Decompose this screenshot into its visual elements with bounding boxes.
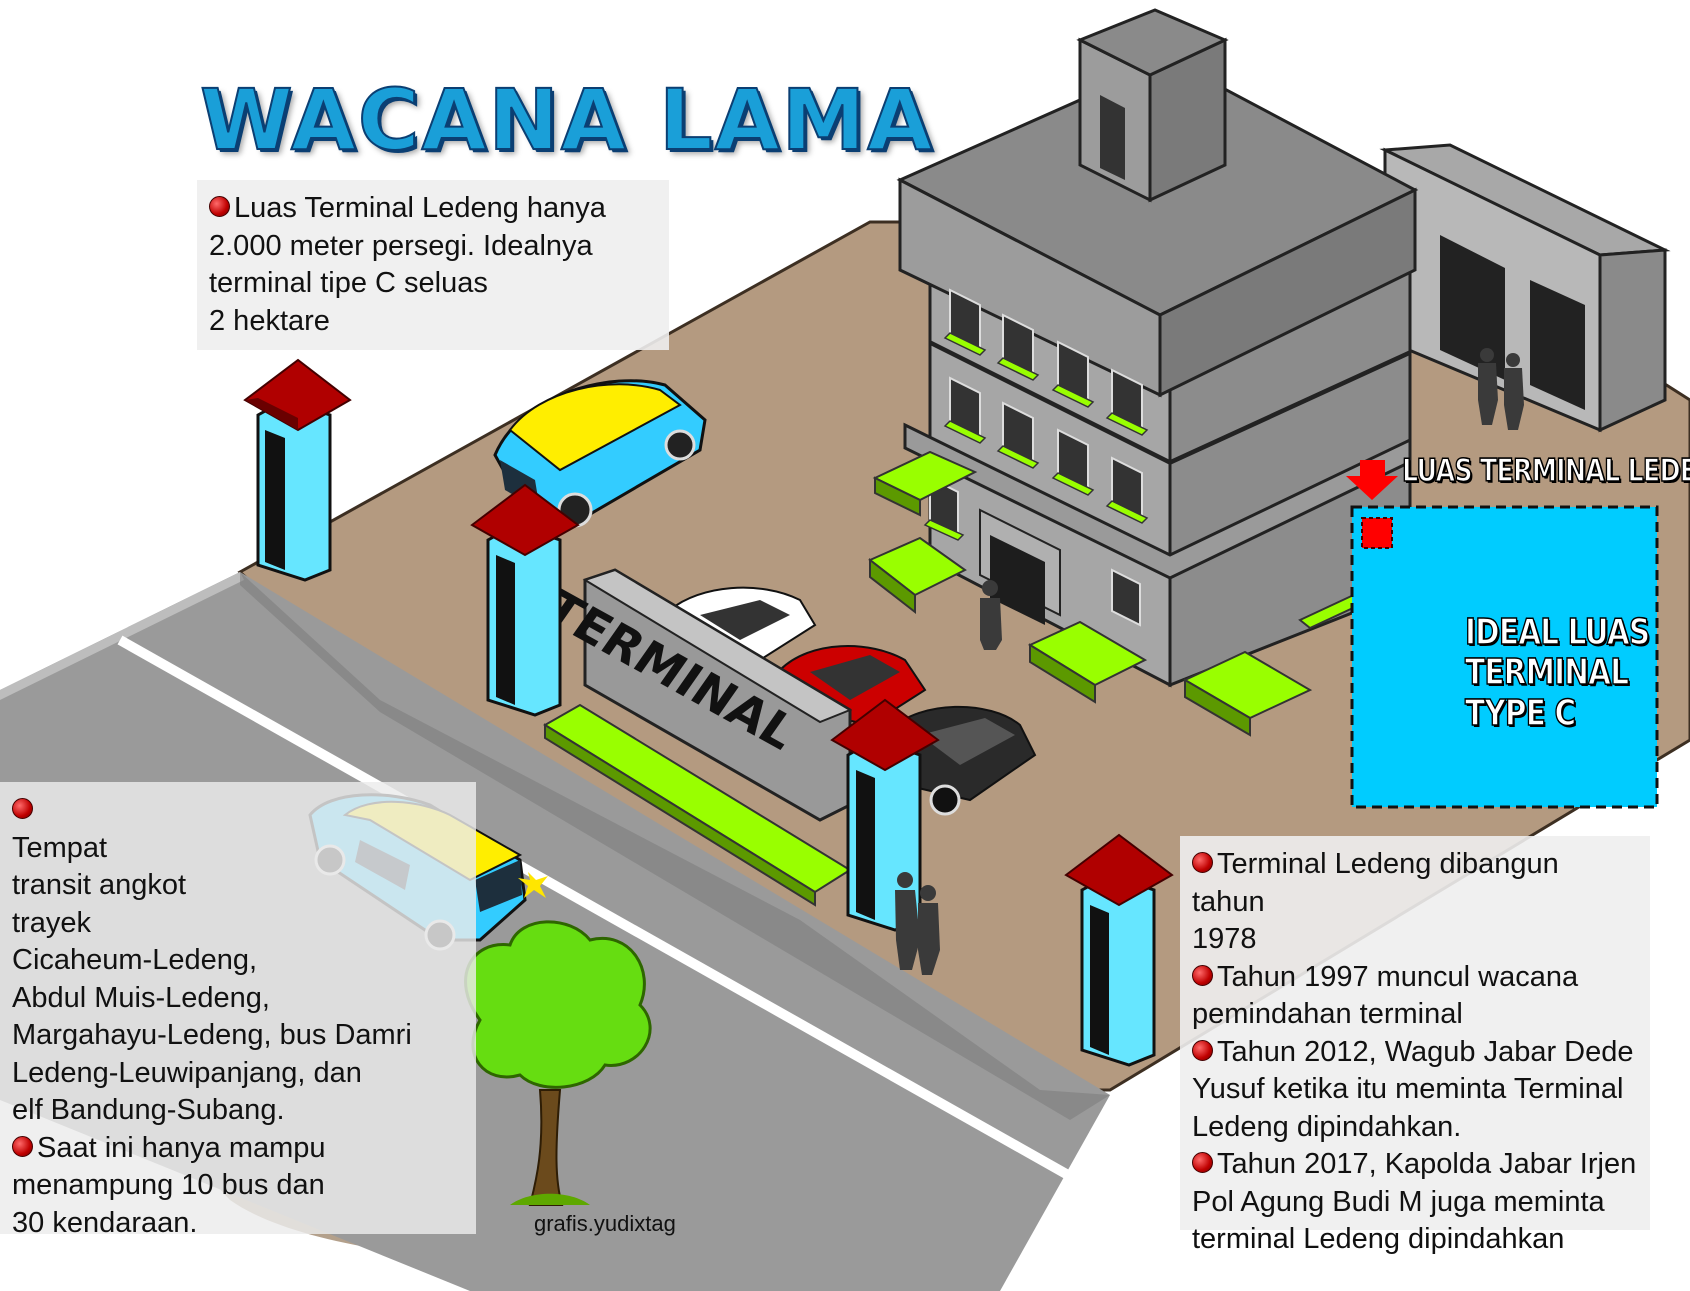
info-line: Saat ini hanya mampu [37, 1131, 326, 1164]
ideal-label-line: TERMINAL [1464, 652, 1629, 694]
info-line: Pol Agung Budi M juga meminta [1192, 1185, 1605, 1218]
info-line: 1978 [1192, 923, 1257, 955]
angkot-parked [493, 379, 707, 528]
garage-door [1530, 280, 1585, 410]
gate-pillar [1064, 833, 1174, 1067]
info-line: Tempat [12, 831, 108, 864]
info-panel-right: Terminal Ledeng dibangun tahun 1978 Tahu… [1180, 836, 1650, 1255]
info-line: elf Bandung-Subang. [12, 1094, 285, 1126]
info-line: Cicaheum-Ledeng, [12, 944, 258, 976]
info-line: Abdul Muis-Ledeng, [12, 981, 270, 1014]
info-line: terminal tipe C seluas [209, 267, 488, 299]
bullet-icon [1192, 852, 1213, 873]
person-silhouettes [895, 348, 1524, 975]
info-line: 30 kendaraan. [12, 1206, 198, 1239]
info-panel-top: Luas Terminal Ledeng hanya 2.000 meter p… [197, 180, 669, 350]
bullet-icon [12, 798, 33, 819]
road-top-edge [0, 572, 244, 700]
graphic-credit: grafis.yudixtag [534, 1211, 676, 1236]
garage-door [1440, 235, 1505, 380]
tree [464, 920, 652, 1206]
building-roof-side [1158, 187, 1417, 398]
info-line: Yusuf ketika itu meminta Terminal [1192, 1073, 1624, 1105]
ideal-area-label: IDEAL LUAS TERMINAL TYPE C [1464, 611, 1650, 734]
garage-side [1598, 248, 1667, 433]
info-line: Tahun 1997 muncul wacana [1217, 960, 1579, 993]
bullet-icon [1192, 1039, 1213, 1061]
terminal-sign-top [582, 568, 853, 724]
bullet-icon [209, 196, 230, 217]
ledeng-area-marker [1361, 517, 1393, 549]
gate-pillar [470, 483, 580, 717]
road-center-line [117, 635, 1133, 1215]
window-planters [923, 332, 1149, 541]
info-line: 2 hektare [209, 304, 330, 337]
ideal-label-line: TYPE C [1464, 692, 1576, 734]
info-line: Ledeng dipindahkan. [1192, 1110, 1462, 1143]
info-line: Luas Terminal Ledeng hanya [234, 192, 606, 224]
info-line: transit angkot [12, 869, 187, 901]
floor-ledge [903, 422, 1412, 580]
info-line: Terminal Ledeng dibangun tahun [1192, 848, 1559, 918]
info-line: Margahayu-Ledeng, bus Damri [12, 1019, 412, 1051]
bullet-icon [1192, 964, 1213, 986]
bullet-icon [1192, 1152, 1213, 1173]
luas-terminal-ledeng-label: LUAS TERMINAL LEDENG [1401, 453, 1690, 489]
info-line: trayek [12, 906, 91, 939]
rooftop-tower-door [1100, 95, 1125, 180]
entrance-door [990, 535, 1045, 625]
info-line: Tahun 2012, Wagub Jabar Dede [1217, 1035, 1634, 1068]
rooftop-tower-top [1076, 8, 1229, 77]
info-line: 2.000 meter persegi. Idealnya [209, 229, 593, 262]
info-panel-left: Tempat transit angkot trayek Cicaheum-Le… [0, 782, 476, 1239]
grass-beds [543, 450, 1372, 907]
ideal-label-line: IDEAL LUAS [1464, 611, 1650, 653]
info-line: Ledeng-Leuwipanjang, dan [12, 1056, 362, 1089]
arrow-down-icon [1346, 460, 1398, 500]
gate-pillar [243, 358, 352, 582]
info-line: menampung 10 bus dan [12, 1169, 325, 1201]
info-line: Tahun 2017, Kapolda Jabar Irjen [1217, 1148, 1637, 1180]
page-title: WACANA LAMA [199, 71, 935, 169]
info-line: terminal Ledeng dipindahkan [1192, 1223, 1565, 1255]
bullet-icon [12, 1135, 33, 1157]
info-line: pemindahan terminal [1192, 998, 1463, 1030]
ideal-area-type-c [1350, 505, 1659, 809]
